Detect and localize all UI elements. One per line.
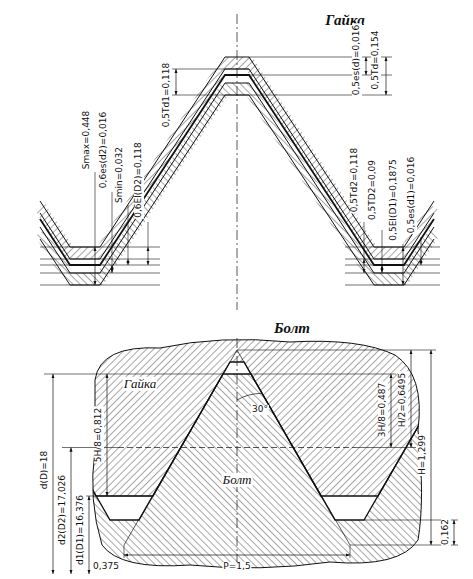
dimension-text: 0,375 (92, 562, 120, 572)
dimension-lines (53, 350, 454, 574)
part-name: Гайка (123, 377, 157, 391)
dimension-text: Smax=0,448 (82, 110, 92, 171)
dimension-text: 0,6EI(D2)=0,118 (134, 141, 144, 219)
dimension-text: P=1,5 (222, 562, 251, 572)
dimension-text: d(D)=18 (40, 450, 50, 491)
dimension-text: 0,5Td=0,154 (371, 30, 381, 91)
dimension-text: 3H/8=0,487 (378, 382, 388, 439)
extension-lines (40, 57, 440, 285)
dimension-text: 0,6es(d2)=0,016 (99, 111, 109, 189)
dimension-text: d2(D2)=17,026 (58, 474, 68, 546)
dimension-text: d1(D1)=16,376 (76, 494, 86, 566)
dimension-lines (95, 57, 421, 285)
dimension-text: H=1,299 (418, 434, 428, 476)
dimension-text: 0,5Td1=0,118 (162, 62, 172, 129)
tolerance-fields (40, 14, 434, 310)
dimension-text: 0,5EI(D1)=0,1875 (389, 158, 399, 241)
part-title: Болт (273, 320, 311, 337)
basic-triangle (118, 338, 356, 572)
extension-lines (44, 350, 458, 558)
dimension-text: 0,162 (441, 518, 451, 546)
mating-section (45, 330, 430, 575)
dimension-text: H/2=0,6495 (398, 372, 408, 429)
angle-text: 30° (251, 405, 269, 415)
dimension-text: 0,5es(d1)=0,016 (407, 156, 417, 234)
dimension-text: 0,5Td2=0,118 (350, 147, 360, 214)
dimension-text: 5H/8=0,812 (94, 407, 104, 464)
dimension-text: 0,5es(d)=0,016 (352, 24, 362, 97)
part-name: Болт (222, 473, 253, 487)
dimension-text: Smin=0,032 (115, 146, 125, 204)
dimension-text: 0,5TD2=0,09 (368, 159, 378, 221)
